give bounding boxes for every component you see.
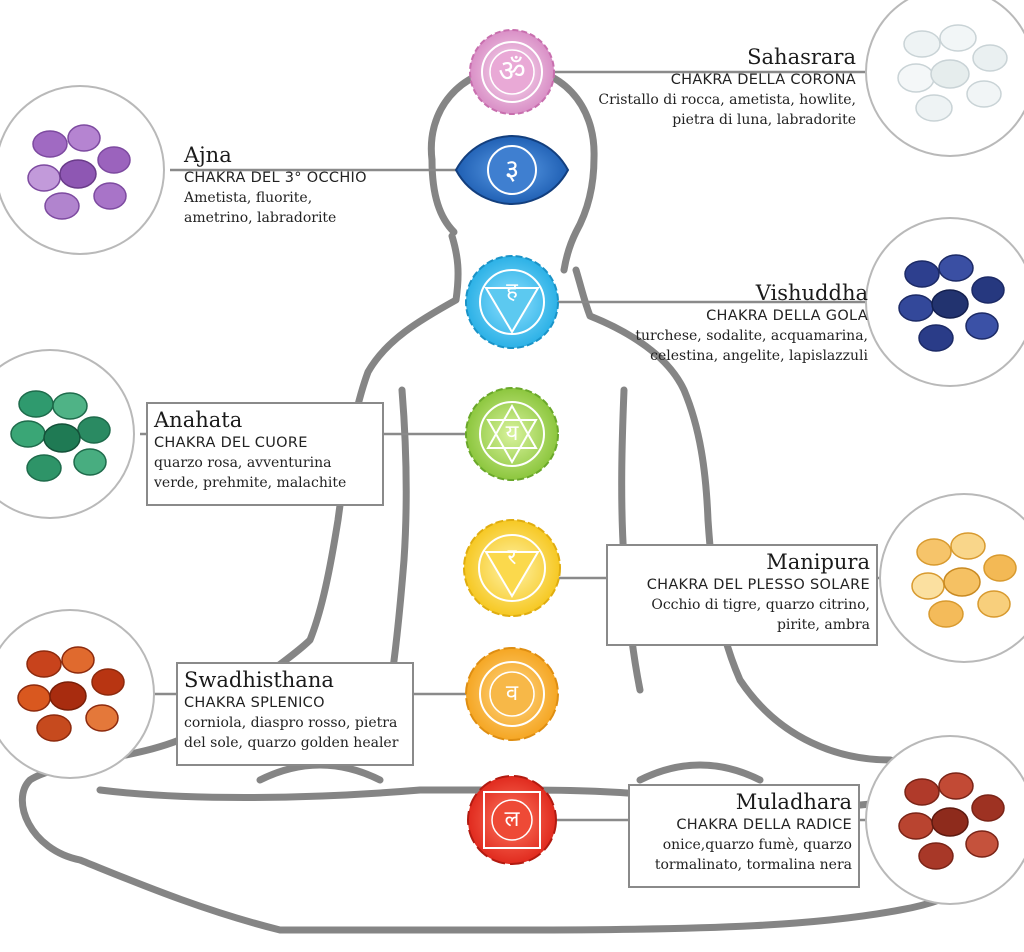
stones-line: corniola, diaspro rosso, pietra [184,715,398,731]
chakra-name: Swadhisthana [184,668,334,692]
chakra-stones: corniola, diaspro rosso, pietra del sole… [184,713,406,753]
manipura-symbol [463,519,561,617]
chakra-name: Sahasrara [747,45,856,69]
stones-line: verde, prehmite, malachite [154,475,347,491]
lam-icon: ल [504,807,520,832]
amethyst-stones-icon [0,85,165,255]
muladhara-symbol [467,775,557,865]
stones-line: tormalinato, tormalina nera [654,857,852,873]
chakra-title: CHAKRA DELLA CORONA [670,72,856,88]
chakra-title: CHAKRA DELLA RADICE [676,817,852,833]
citrine-stones-icon [879,493,1024,663]
sahasrara-symbol [469,29,555,115]
stones-line: del sole, quarzo golden healer [184,735,399,751]
label-vishuddha: Vishuddha CHAKRA DELLA GOLA turchese, so… [598,280,868,366]
stone-circles [0,0,1024,905]
chakra-stones: Occhio di tigre, quarzo citrino, pirite,… [614,595,870,635]
stones-line: quarzo rosa, avventurina [154,455,332,471]
ram-icon: र [507,545,517,570]
ajna-symbol [454,134,570,206]
stones-line: pirite, ambra [776,617,870,633]
vam-icon: व [505,681,519,706]
yam-icon: य [505,421,519,446]
chakra-title: CHAKRA DEL PLESSO SOLARE [646,577,870,593]
clear-quartz-stones-icon [865,0,1024,157]
chakra-name: Anahata [154,408,243,432]
chakra-name: Manipura [766,550,870,574]
chakra-name: Ajna [184,143,232,167]
stones-line: Cristallo di rocca, ametista, howlite, [598,92,856,108]
om-icon: ॐ [498,54,526,89]
red-jasper-stones-icon [865,735,1024,905]
chakra-symbols [454,29,570,865]
chakra-title: CHAKRA SPLENICO [184,695,325,711]
label-anahata: Anahata CHAKRA DEL CUORE quarzo rosa, av… [146,402,384,506]
carnelian-stones-icon [0,609,155,779]
stones-line: Ametista, fluorite, [184,190,313,206]
sodalite-stones-icon [865,217,1024,387]
label-swadhisthana: Swadhisthana CHAKRA SPLENICO corniola, d… [176,662,414,766]
stones-line: celestina, angelite, lapislazzuli [650,348,868,364]
stones-line: turchese, sodalite, acquamarina, [635,328,868,344]
om-third-eye-icon: ३ [504,153,520,186]
chakra-stones: quarzo rosa, avventurina verde, prehmite… [154,453,376,493]
swadhisthana-symbol [465,647,559,741]
chakra-title: CHAKRA DEL 3° OCCHIO [184,170,367,186]
label-ajna: Ajna CHAKRA DEL 3° OCCHIO Ametista, fluo… [184,142,424,228]
stones-line: onice,quarzo fumè, quarzo [662,837,852,853]
stones-line: pietra di luna, labradorite [672,112,856,128]
vishuddha-symbol [465,255,559,349]
green-aventurine-stones-icon [0,349,135,519]
label-sahasrara: Sahasrara CHAKRA DELLA CORONA Cristallo … [586,44,856,130]
ham-icon: ह [506,279,518,304]
chakra-stones: turchese, sodalite, acquamarina, celesti… [598,326,868,366]
chakra-stones: onice,quarzo fumè, quarzo tormalinato, t… [636,835,852,875]
label-muladhara: Muladhara CHAKRA DELLA RADICE onice,quar… [628,784,860,888]
chakra-stones: Ametista, fluorite, ametrino, labradorit… [184,188,424,228]
stones-line: Occhio di tigre, quarzo citrino, [651,597,870,613]
chakra-title: CHAKRA DEL CUORE [154,435,308,451]
anahata-symbol [465,387,559,481]
chakra-stones: Cristallo di rocca, ametista, howlite, p… [586,90,856,130]
stones-line: ametrino, labradorite [184,210,337,226]
chakra-title: CHAKRA DELLA GOLA [706,308,868,324]
label-manipura: Manipura CHAKRA DEL PLESSO SOLARE Occhio… [606,544,878,646]
chakra-name: Muladhara [735,790,852,814]
chakra-name: Vishuddha [755,281,868,305]
